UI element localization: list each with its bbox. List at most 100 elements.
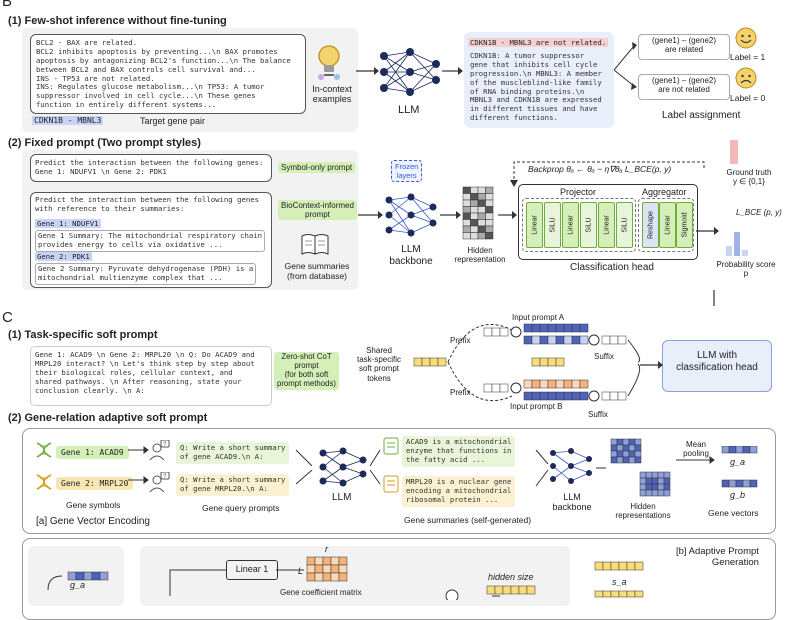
- arrow-to-llm: [356, 67, 379, 75]
- suffix-a-label: Suffix: [594, 352, 614, 361]
- projector-group: [522, 198, 636, 252]
- prefix-a-label: Prefix: [450, 336, 471, 345]
- target-pair: CDKN1B - MBNL3: [32, 116, 104, 125]
- prompt-b-cell: [571, 391, 581, 401]
- prefix-cell: [483, 327, 493, 337]
- aggregator-group: [638, 198, 694, 252]
- projector-layer-label: SiLU: [585, 217, 592, 233]
- prompt-b-cell: [579, 379, 589, 389]
- incontext-label: In-context examples: [312, 84, 352, 105]
- hidden-cell: [470, 232, 479, 240]
- ga-cell: [83, 571, 93, 581]
- prefix-cell: [483, 383, 493, 393]
- ga-cell: [99, 571, 109, 581]
- concat-op-b: [510, 382, 522, 394]
- suffix-cell: [601, 391, 611, 401]
- gene-summaries-db-label: Gene summaries (from database): [284, 261, 350, 281]
- prompt-a-cell: [563, 335, 573, 345]
- prompt-a-cell: [523, 323, 533, 333]
- symbol-prompt-text: Predict the interaction between the foll…: [35, 158, 264, 176]
- bio-prompt-text: Predict the interaction between the foll…: [35, 195, 260, 213]
- input-prompt-b-label: Input prompt B: [510, 402, 563, 411]
- hidden-cell: [462, 219, 471, 227]
- projector-layer: SiLU: [544, 202, 561, 248]
- document-icon-2: [382, 474, 400, 499]
- arrow-backbone-to-hidden: [440, 211, 461, 219]
- concat-op-a: [510, 326, 522, 338]
- projector-layer: Linear: [598, 202, 615, 248]
- hidden-cell: [485, 225, 494, 233]
- projector-layer-label: Linear: [531, 215, 538, 235]
- hidden-size-cell: [494, 585, 504, 595]
- gene1-chip: Gene 1: ACAD9: [56, 446, 129, 459]
- prompt-a-cell: [539, 323, 549, 333]
- hidden-size-cell: [526, 585, 536, 595]
- prompt-a-cell: [547, 323, 557, 333]
- mid-token-cell: [539, 357, 549, 367]
- prompt-a-cell: [539, 335, 549, 345]
- hidden-cell: [477, 232, 486, 240]
- mid-token-cell: [555, 357, 565, 367]
- prefix-cell: [499, 327, 509, 337]
- document-icon-1: [382, 436, 400, 461]
- hidden-representation-grid: [462, 186, 494, 240]
- hidden-cell: [470, 206, 479, 214]
- sa-cell: [602, 561, 612, 571]
- hidden-size-cells: [486, 585, 536, 595]
- prefix-b-label: Prefix: [450, 388, 471, 397]
- bottom-ga-vector: [47, 571, 109, 591]
- hidden-cell: [470, 212, 479, 220]
- aggregator-layer-label: Reshape: [647, 210, 654, 240]
- hidden-representations-label: Hidden representations: [615, 502, 671, 521]
- prompt-a-cell: [555, 323, 565, 333]
- llm-net-icon-c2: [318, 446, 368, 493]
- llm-backbone-label: LLM backbone: [389, 244, 433, 267]
- examples-box: BCL2 - BAX are related. BCL2 inhibits ap…: [30, 34, 306, 114]
- prompt-b-cell: [539, 391, 549, 401]
- concat-op-a2: [588, 334, 600, 346]
- arrow-to-llm-head: [640, 361, 663, 369]
- symbol-prompt-tag: Symbol-only prompt: [278, 162, 356, 173]
- shared-token-cell: [437, 357, 447, 367]
- projector-layer: SiLU: [580, 202, 597, 248]
- prompt-b-cell: [555, 391, 565, 401]
- hidden-cell: [462, 186, 471, 194]
- hidden-representations-grids: [610, 438, 671, 497]
- r-label: r: [325, 544, 328, 554]
- prompt-a-cell: [579, 335, 589, 345]
- hidden-cell: [485, 193, 494, 201]
- hidden-cell: [485, 212, 494, 220]
- bio-gene1-summary: Gene 1 Summary: The mitochondrial respir…: [35, 230, 266, 252]
- projector-layer-label: SiLU: [549, 217, 556, 233]
- hidden-cell: [470, 193, 479, 201]
- sa-cell: [610, 590, 620, 598]
- prompt-b-cell: [523, 391, 533, 401]
- prompt-b-cell: [563, 379, 573, 389]
- label-zero: Label = 0: [730, 93, 766, 103]
- suffix-cell: [609, 391, 619, 401]
- hidden-cell: [477, 212, 486, 220]
- hidden-size-cell: [502, 585, 512, 595]
- adaptive-gen-label: [b] Adaptive Prompt Generation: [676, 546, 759, 568]
- hidden-cell: [470, 199, 479, 207]
- section-b2-title: (2) Fixed prompt (Two prompt styles): [8, 137, 201, 149]
- label-assignment-title: Label assignment: [662, 110, 741, 121]
- shared-token-cell: [429, 357, 439, 367]
- hidden-cell: [470, 225, 479, 233]
- ground-truth-label: Ground truth y ∈ {0,1}: [726, 168, 772, 187]
- label-not-related-box: (gene1) – (gene2) are not related: [638, 74, 730, 100]
- prompt-a-cell: [555, 335, 565, 345]
- backprop-label: Backprop θₐ ← θₐ − η∇θₐ L_BCE(p, y): [528, 164, 672, 174]
- output-text: CDKN1B: A tumor suppressor gene that inh…: [470, 51, 602, 123]
- arrow-from-llm: [442, 67, 463, 75]
- bio-gene2: Gene 2: PDK1: [35, 252, 92, 261]
- hidden-cell: [485, 232, 494, 240]
- sa-cell: [610, 561, 620, 571]
- suffix-cell: [617, 391, 627, 401]
- shared-token-cell: [413, 357, 423, 367]
- output-box: CDKN1B - MBNL3 are not related. CDKN1B: …: [464, 32, 614, 128]
- person-question-icon-2: ?: [148, 471, 170, 499]
- ground-truth-bar: [730, 140, 738, 164]
- prompt-a-cell: [571, 335, 581, 345]
- llm-label-c2: LLM: [332, 492, 352, 503]
